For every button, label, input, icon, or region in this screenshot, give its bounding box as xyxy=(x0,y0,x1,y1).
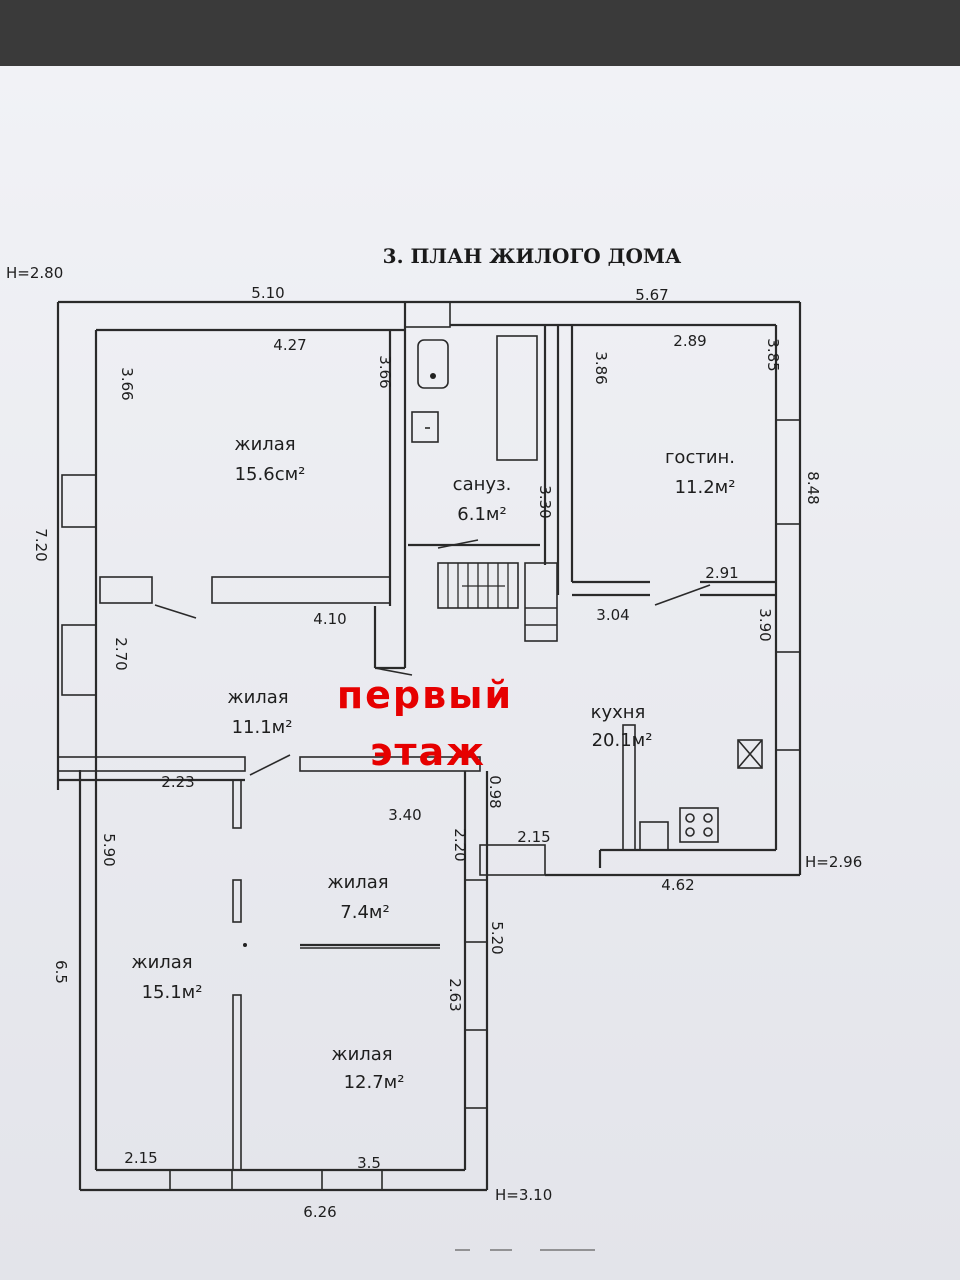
dimension: 3.66 xyxy=(376,355,394,388)
dimension: 2.70 xyxy=(112,637,130,670)
room-area: 15.1м² xyxy=(142,982,203,1003)
room-name: жилая xyxy=(331,1044,392,1065)
plan-walls xyxy=(56,300,802,1192)
dimension: 3.66 xyxy=(118,367,136,400)
room-name: жилая xyxy=(234,434,295,455)
dimension: 2.23 xyxy=(161,773,194,791)
plan-title: 3. ПЛАН ЖИЛОГО ДОМА xyxy=(383,244,682,268)
dimension: 7.20 xyxy=(32,528,50,561)
floor-label-line1: первый xyxy=(337,673,513,717)
room-area: 6.1м² xyxy=(457,504,506,525)
dimension: 6.26 xyxy=(303,1203,336,1221)
dimension: 5.67 xyxy=(635,286,668,304)
dimension: 0.98 xyxy=(486,775,504,808)
room-area: 11.1м² xyxy=(232,717,293,738)
paper-sheet: 3. ПЛАН ЖИЛОГО ДОМА xyxy=(0,66,960,1280)
dimension: 2.15 xyxy=(517,828,550,846)
dimension: 3.04 xyxy=(596,606,629,624)
dimension: 3.40 xyxy=(388,806,421,824)
dimension: 4.62 xyxy=(661,876,694,894)
dimension: 2.91 xyxy=(705,564,738,582)
room-name: жилая xyxy=(131,952,192,973)
room-area: 20.1м² xyxy=(592,730,653,751)
room-area: 12.7м² xyxy=(344,1072,405,1093)
height-mark: Н=2.96 xyxy=(805,853,862,871)
dimension: 2.20 xyxy=(451,828,469,861)
dimension: 3.85 xyxy=(764,338,782,371)
dimension: 3.30 xyxy=(536,485,554,518)
dimension: 5.20 xyxy=(488,921,506,954)
dimension: 2.63 xyxy=(446,978,464,1011)
dimension: 4.10 xyxy=(313,610,346,628)
dimension: 2.15 xyxy=(124,1149,157,1167)
dimension-labels: 5.10 5.67 4.27 3.66 3.66 2.89 3.86 3.85 … xyxy=(32,284,822,1221)
room-area: 11.2м² xyxy=(675,477,736,498)
height-mark: Н=3.10 xyxy=(495,1186,552,1204)
room-name: жилая xyxy=(227,687,288,708)
dimension: 3.86 xyxy=(592,351,610,384)
dimension: 2.89 xyxy=(673,332,706,350)
dimension: 5.90 xyxy=(100,833,118,866)
dimension: 3.5 xyxy=(357,1154,381,1172)
room-name: жилая xyxy=(327,872,388,893)
dimension: 8.48 xyxy=(804,471,822,504)
room-name: сануз. xyxy=(453,474,512,495)
room-area: 7.4м² xyxy=(340,902,389,923)
floor-label-line2: этаж xyxy=(370,730,486,774)
dimension: 6.5 xyxy=(52,960,70,984)
room-labels: жилая 15.6см² сануз. 6.1м² гостин. 11.2м… xyxy=(131,434,735,1093)
dimension: 4.27 xyxy=(273,336,306,354)
room-name: гостин. xyxy=(665,447,735,468)
room-area: 15.6см² xyxy=(235,464,306,485)
room-name: кухня xyxy=(591,702,646,723)
dimension: 5.10 xyxy=(251,284,284,302)
floor-plan: 3. ПЛАН ЖИЛОГО ДОМА xyxy=(6,244,862,1251)
dimension: 3.90 xyxy=(756,608,774,641)
height-mark: Н=2.80 xyxy=(6,264,63,282)
